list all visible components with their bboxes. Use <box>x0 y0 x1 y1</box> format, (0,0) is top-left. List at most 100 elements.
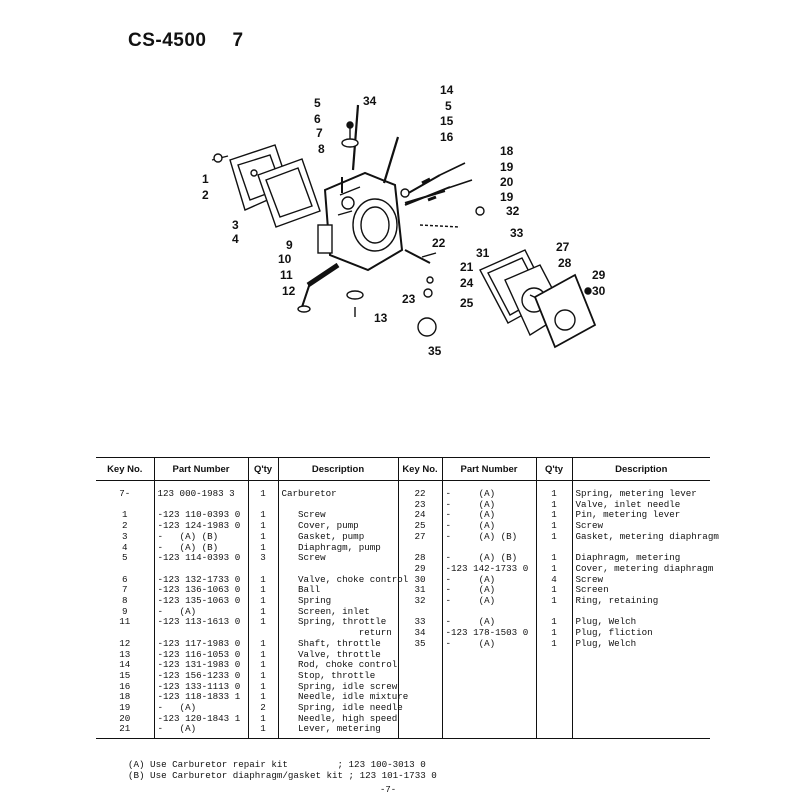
callout-label: 12 <box>282 284 296 298</box>
column-header: Description <box>571 457 710 481</box>
table-row: 4- (A) (B)1 Diaphragm, pump <box>96 542 710 554</box>
quantity-cell <box>535 606 572 618</box>
description-cell: Rod, choke control <box>277 660 398 671</box>
model-name: CS-4500 <box>128 30 207 51</box>
part-number-cell: - (A) <box>441 574 536 586</box>
description-cell: Screw <box>571 574 710 586</box>
part-number-cell <box>441 670 536 682</box>
description-cell: Plug, fliction <box>571 627 710 639</box>
part-number-cell: - (A) <box>441 499 536 511</box>
description-cell <box>571 692 710 704</box>
key-no-cell: 23 <box>397 499 442 511</box>
part-number-cell: -123 133-1113 0 <box>153 681 248 693</box>
key-no-cell: 6 <box>121 573 128 585</box>
callout-label: 16 <box>440 130 454 144</box>
callout-label: 1 <box>202 172 209 186</box>
description-cell <box>571 703 710 714</box>
part-number-cell: -123 113-1613 0 <box>153 617 248 629</box>
part-number-cell <box>441 542 536 554</box>
quantity-cell: 1 <box>535 627 572 639</box>
description-cell: Lever, metering <box>277 724 398 740</box>
description-cell: Shaft, throttle <box>277 638 398 650</box>
page-title: CS-4500 7 <box>128 30 244 52</box>
callout-label: 20 <box>500 175 514 189</box>
exploded-parts-diagram: 1 2 3 4 5 6 7 8 9 10 11 12 13 14 5 15 16… <box>202 85 606 358</box>
quantity-cell <box>535 692 572 704</box>
table-row: 9- (A)1 Screen, inlet <box>96 605 710 618</box>
part-number-cell: - (A) (B) <box>153 531 248 543</box>
part-number-cell: - (A) (B) <box>153 542 248 554</box>
description-cell: Ball <box>277 585 398 597</box>
key-no-cell <box>397 724 442 740</box>
part-number-cell <box>441 681 536 693</box>
quantity-cell: 4 <box>535 574 572 586</box>
description-cell: Valve, inlet needle <box>571 499 710 511</box>
callout-label: 10 <box>278 252 292 266</box>
key-no-cell: 1 <box>121 509 128 521</box>
part-number-cell <box>153 563 248 575</box>
part-number-cell: - (A) <box>441 520 536 532</box>
callout-label: 13 <box>374 311 388 325</box>
quantity-cell: 1 <box>535 520 572 532</box>
key-no-cell: 29 <box>397 563 442 575</box>
description-cell: Carburetor <box>277 480 398 500</box>
callout-label: 33 <box>510 226 524 240</box>
quantity-cell <box>535 703 572 714</box>
key-no-cell: 3 <box>121 530 128 542</box>
callout-label: 18 <box>500 144 514 158</box>
description-cell: Diaphragm, pump <box>277 542 398 554</box>
key-no-cell: 21 <box>96 724 154 740</box>
description-cell <box>571 660 710 671</box>
callout-label: 15 <box>440 114 454 128</box>
key-no-cell: 19 <box>119 702 131 714</box>
quantity-cell: 1 <box>247 531 278 543</box>
quantity-cell: 1 <box>247 638 278 650</box>
quantity-cell: 1 <box>535 553 572 564</box>
column-header: Part Number <box>153 457 248 481</box>
callout-label: 11 <box>280 268 293 282</box>
description-cell: Screen <box>571 585 710 597</box>
quantity-cell: 1 <box>247 649 278 661</box>
page-number-header: 7 <box>232 30 244 51</box>
part-number-cell: -123 131-1983 0 <box>153 660 248 671</box>
quantity-cell <box>247 499 278 511</box>
page-footer-number: -7- <box>380 785 397 795</box>
key-no-cell: 18 <box>119 691 131 703</box>
key-no-cell: 31 <box>397 585 442 597</box>
quantity-cell: 1 <box>535 531 572 543</box>
key-no-cell: 9 <box>121 605 128 617</box>
description-cell: Diaphragm, metering <box>571 553 710 564</box>
key-no-cell: 33 <box>397 617 442 629</box>
part-number-cell <box>153 628 248 639</box>
part-number-cell <box>441 606 536 618</box>
part-number-cell: - (A) (B) <box>441 531 536 543</box>
description-cell: Valve, choke control <box>277 574 408 586</box>
part-number-cell: -123 135-1063 0 <box>153 595 248 607</box>
part-number-cell: -123 117-1983 0 <box>153 638 248 650</box>
description-cell: Needle, idle mixture <box>277 692 408 704</box>
key-no-cell <box>397 692 442 704</box>
callout-label: 9 <box>286 238 293 252</box>
key-no-cell <box>397 681 442 693</box>
key-no-cell: 11 <box>119 616 131 628</box>
description-cell: Spring, idle screw <box>277 681 398 693</box>
description-cell <box>571 681 710 693</box>
key-no-cell: 22 <box>397 480 442 500</box>
key-no-cell <box>397 606 442 618</box>
quantity-cell: 1 <box>535 585 572 597</box>
key-no-cell <box>397 542 442 554</box>
part-number-cell: -123 124-1983 0 <box>153 520 248 532</box>
part-number-cell: - (A) <box>153 702 248 714</box>
description-cell: Pin, metering lever <box>571 510 710 522</box>
key-no-cell: 20 <box>119 712 131 724</box>
callout-label: 19 <box>500 190 514 204</box>
